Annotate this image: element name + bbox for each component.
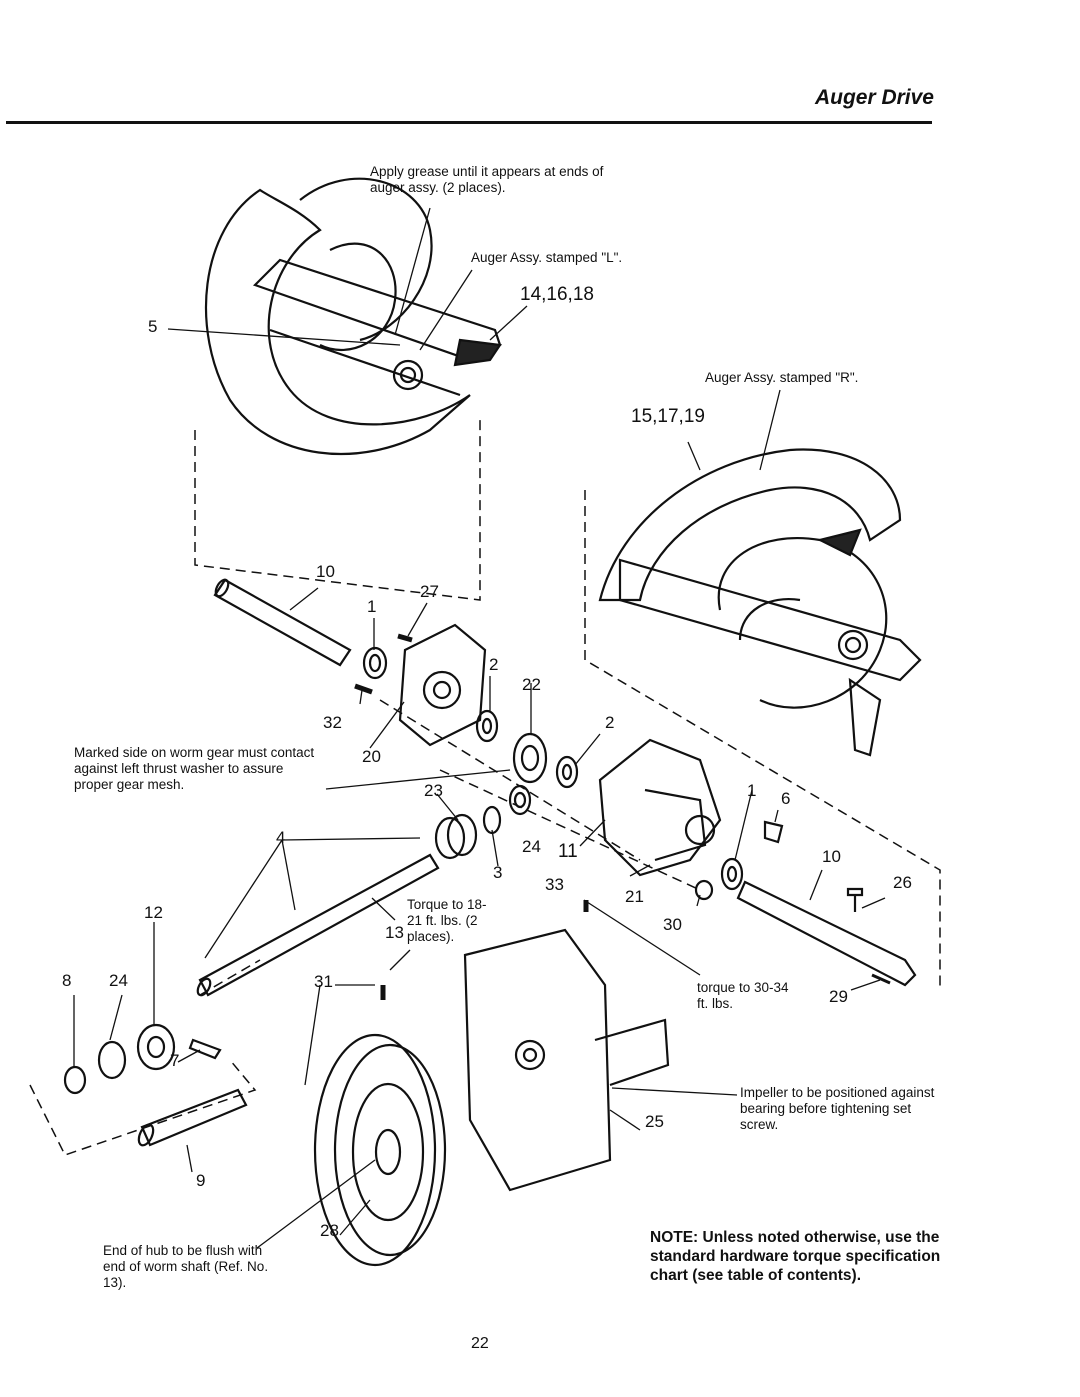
gear-housing-11 (598, 738, 722, 877)
callout-11: 11 (558, 841, 578, 862)
auger-assembly-right (598, 448, 922, 757)
header-rule (6, 121, 932, 124)
worm-23 (434, 813, 478, 860)
callout-15-17-19: 15,17,19 (631, 406, 705, 427)
callout-3: 3 (493, 863, 503, 882)
standard-torque-note: NOTE: Unless noted otherwise, use the st… (650, 1229, 941, 1284)
callout-24a: 24 (522, 837, 541, 856)
gear-housing-20 (398, 623, 487, 747)
callout-28: 28 (320, 1221, 339, 1240)
bearing-12 (136, 1023, 176, 1071)
callout-2b: 2 (605, 713, 615, 732)
section-title: Auger Drive (814, 86, 934, 109)
callout-10a: 10 (316, 562, 335, 581)
auger-r-note: Auger Assy. stamped "R". (705, 370, 859, 385)
shaft-10-lower (736, 880, 917, 987)
callout-1b: 1 (747, 781, 757, 800)
callout-4: 4 (276, 828, 286, 847)
callout-20: 20 (362, 747, 381, 766)
callout-21: 21 (625, 887, 644, 906)
torque-30-note: torque to 30-34 ft. lbs. (697, 980, 789, 1011)
callout-23: 23 (424, 781, 443, 800)
callout-33: 33 (545, 875, 564, 894)
grease-note: Apply grease until it appears at ends of… (370, 164, 604, 195)
callout-31: 31 (314, 972, 333, 991)
shaft-10-upper (213, 578, 352, 667)
callout-12: 12 (144, 903, 163, 922)
callout-24b: 24 (109, 971, 128, 990)
callout-9: 9 (196, 1171, 206, 1190)
callout-22: 22 (522, 675, 541, 694)
callout-1a: 1 (367, 597, 377, 616)
worm-shaft-13 (196, 853, 440, 997)
callout-5: 5 (148, 317, 158, 336)
callout-29: 29 (829, 987, 848, 1006)
auger-assembly-left (204, 177, 502, 456)
worm-gear-note: Marked side on worm gear must contact ag… (74, 745, 315, 792)
callout-7: 7 (170, 1051, 180, 1070)
callout-6: 6 (781, 789, 791, 808)
auger-l-note: Auger Assy. stamped "L". (471, 250, 623, 265)
bearing-1 (362, 646, 388, 680)
callout-14-16-18: 14,16,18 (520, 284, 594, 305)
impeller-note: Impeller to be positioned against bearin… (740, 1085, 935, 1132)
hub-note: End of hub to be flush with end of worm … (103, 1243, 269, 1290)
callout-13: 13 (385, 923, 404, 942)
pulley-28 (313, 1033, 447, 1267)
callout-27: 27 (420, 582, 439, 601)
callout-32: 32 (323, 713, 342, 732)
callout-2a: 2 (489, 655, 499, 674)
worm-gear-22 (512, 732, 548, 784)
callout-10b: 10 (822, 847, 841, 866)
callout-25: 25 (645, 1112, 664, 1131)
callout-30: 30 (663, 915, 682, 934)
sleeve-9 (137, 1088, 248, 1147)
callout-8: 8 (62, 971, 72, 990)
callout-26: 26 (893, 873, 912, 892)
page-number: 22 (471, 1335, 489, 1352)
bracket-25 (463, 928, 670, 1192)
torque-13-note: Torque to 18-21 ft. lbs. (2 places). (407, 897, 487, 944)
